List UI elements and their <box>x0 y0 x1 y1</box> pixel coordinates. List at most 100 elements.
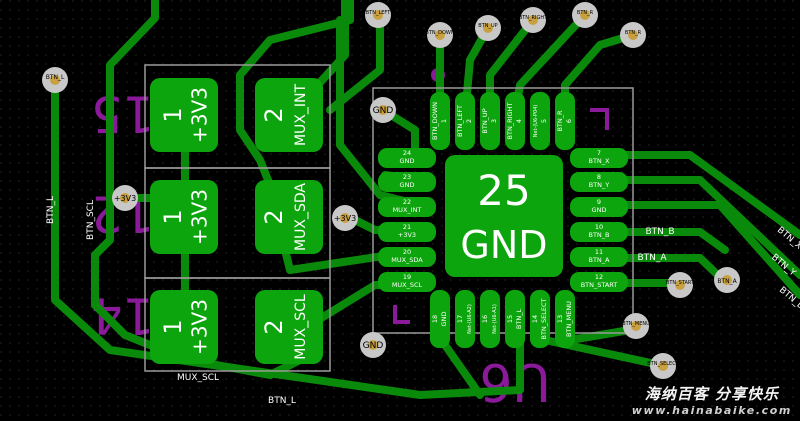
ic-pin-15-net: BTN_L <box>515 309 523 330</box>
r12-pad1-net: +3V3 <box>188 189 212 245</box>
trace-label-btn-b: BTN_B <box>645 227 674 237</box>
ic-pin-19-num: 19 <box>403 273 411 281</box>
via-3v3-mid-label: +3V3 <box>334 214 356 223</box>
via-top-b: BTN_DOWN <box>425 22 455 48</box>
via-top-f-label: BTN_R <box>625 30 642 36</box>
ic-pin-16 <box>480 290 500 348</box>
r12-pad2-net: MUX_SDA <box>293 183 309 251</box>
trace-label-mux-scl-bottom: MUX_SCL <box>177 373 219 383</box>
r14-pad1-net: +3V3 <box>188 299 212 355</box>
ic-pin-3 <box>480 92 500 150</box>
r12-pad1-number: 1 <box>159 209 187 224</box>
ic-pin-9 <box>570 197 628 217</box>
ic-pin-23-net: GND <box>400 181 415 189</box>
ic-pin-9-net: GND <box>592 206 607 214</box>
ic-silk-outline <box>393 68 609 324</box>
ic-pin-20-num: 20 <box>403 248 411 256</box>
r12-pad2-number: 2 <box>260 209 288 224</box>
ic-pin-1 <box>430 92 450 150</box>
r15-pad1-number: 1 <box>159 107 187 122</box>
via-3v3-mid: +3V3 <box>332 205 358 231</box>
ic-pin-10-net: BTN_B <box>588 231 609 239</box>
r15-pad2 <box>255 78 323 152</box>
r14-pad1-number: 1 <box>159 319 187 334</box>
via-bottom-b: BTN_SELECT <box>647 353 680 379</box>
ic-pin-6 <box>555 92 575 150</box>
via-top-d: BTN_RIGHT <box>519 7 548 33</box>
ic-pin-22-net: MUX_INT <box>393 206 422 214</box>
ic-pin-17-num: 17 <box>456 315 464 323</box>
ic-pin-18-net: GND <box>440 312 448 327</box>
ic-pin-20 <box>378 247 436 267</box>
component-courtyards <box>144 64 634 372</box>
ic-pin-2-net: BTN_LEFT <box>456 105 464 137</box>
ic-pin-17 <box>455 290 475 348</box>
via-right-b-label: BTN_START <box>666 280 695 286</box>
via-right-a-label: BTN_A <box>717 278 737 285</box>
ic-pin-19 <box>378 272 436 292</box>
ic-pin-23-num: 23 <box>403 173 411 181</box>
ic-pin-16-net: Net-(U6-A1) <box>492 304 498 334</box>
ic-pin-12 <box>570 272 628 292</box>
ic-pin-11-num: 11 <box>595 248 603 256</box>
via-top-a: BTN_LEFT <box>365 2 391 28</box>
ic-pin-14 <box>530 290 550 348</box>
ic-pin-13 <box>555 290 575 348</box>
via-gnd-bottom-label: GND <box>363 341 384 351</box>
r15-pad2-net: MUX_INT <box>293 84 309 147</box>
via-top-f: BTN_R <box>620 22 646 48</box>
via-top-e: BTN_R <box>572 2 598 28</box>
ic-pin-20-net: MUX_SDA <box>391 256 423 264</box>
ic-pin-18-num: 18 <box>431 315 439 323</box>
ic-pin-15-num: 15 <box>506 315 514 323</box>
ic-pin-10-num: 10 <box>595 223 603 231</box>
ic-pin-11-net: BTN_A <box>589 256 611 264</box>
ic-pin-8-net: BTN_Y <box>589 181 610 189</box>
via-bottom-a: BTN_MENU <box>622 313 650 339</box>
via-top-e-label: BTN_R <box>577 10 594 16</box>
via-3v3-left-label: +3V3 <box>114 194 136 203</box>
ic-pin-3-net: BTN_UP <box>481 108 489 133</box>
ic-pin-13-net: BTN_MENU <box>565 301 573 337</box>
via-top-a-label: BTN_LEFT <box>366 10 391 16</box>
ic-pin-24-num: 24 <box>403 149 411 157</box>
via-3v3-left: +3V3 <box>112 185 138 211</box>
via-btn-l-label: BTN_L <box>46 74 65 81</box>
ic-pin-1-num: 1 <box>440 119 448 123</box>
r14-pad2-net: MUX_SCL <box>293 294 309 360</box>
ic-pin-23 <box>378 172 436 192</box>
ic-pin-5-net: Net-(U6-P04) <box>533 105 539 138</box>
via-right-a: BTN_A <box>714 267 740 293</box>
via-top-d-label: BTN_RIGHT <box>519 15 548 21</box>
watermark-cn: 海纳百客 分享快乐 <box>644 385 779 403</box>
trace-label-btn-l-bottom: BTN_L <box>268 396 296 406</box>
ic-pin-5 <box>530 92 550 150</box>
ic-pin-4-num: 4 <box>515 119 523 123</box>
ic-pin-13-num: 13 <box>556 315 564 323</box>
via-gnd-left-label: GND <box>373 106 394 116</box>
ic-pin-7-net: BTN_X <box>589 157 611 165</box>
via-top-c-label: BTN_UP <box>478 23 497 29</box>
via-top-c: BTN_UP <box>475 15 501 41</box>
ic-pin-7-num: 7 <box>597 149 601 157</box>
vias: BTN_L +3V3 +3V3 GND GND BTN_LEFT BTN_DOW… <box>42 2 740 379</box>
ic-pin-12-net: BTN_START <box>581 281 618 289</box>
ic-pin-5-num: 5 <box>540 119 548 123</box>
via-gnd-left: GND <box>370 97 396 123</box>
ic-pin-3-num: 3 <box>490 119 498 123</box>
ic-pin-15 <box>505 290 525 348</box>
via-bottom-b-label: BTN_SELECT <box>647 361 679 367</box>
trace-label-btn-a: BTN_A <box>637 253 667 263</box>
ic-pin-4 <box>505 92 525 150</box>
watermark-en: www.hainabaike.com <box>631 404 792 417</box>
watermark: 海纳百客 分享快乐 www.hainabaike.com <box>632 383 792 417</box>
via-right-b: BTN_START <box>666 272 695 298</box>
ic-pin-12-num: 12 <box>595 273 603 281</box>
r15-pad1-net: +3V3 <box>188 87 212 143</box>
ic-pin-18 <box>430 290 450 348</box>
ic-pin-11 <box>570 247 628 267</box>
via-gnd-bottom: GND <box>360 332 386 358</box>
ic-pin-21 <box>378 222 436 242</box>
ic-pin-7 <box>570 148 628 168</box>
